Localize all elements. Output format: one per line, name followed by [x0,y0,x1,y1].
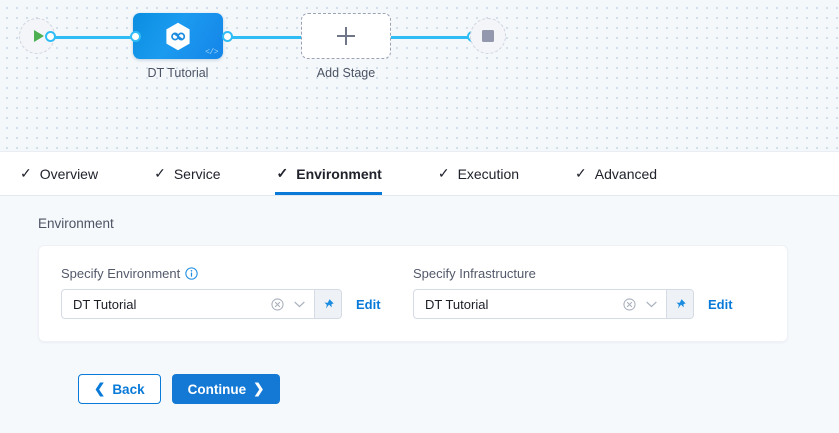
wizard-footer: ❮ Back Continue ❯ [38,342,839,404]
continue-button[interactable]: Continue ❯ [171,374,281,404]
stage-node-input-port[interactable] [130,31,141,42]
tab-overview[interactable]: ✓ Overview [18,152,120,195]
hexagon-infinity-icon [166,22,190,50]
code-badge-icon: </> [205,48,218,57]
connector-edge-add-to-end [390,36,474,39]
pipeline-canvas[interactable]: </> DT Tutorial Add Stage [0,0,839,152]
tab-environment-label: Environment [296,165,382,182]
edit-infrastructure-link[interactable]: Edit [708,296,733,312]
check-icon: ✓ [575,165,587,181]
tab-overview-label: Overview [39,165,99,182]
infrastructure-select[interactable]: DT Tutorial [413,289,694,319]
environment-card: Specify Environment DT Tutorial [38,245,788,342]
chevron-right-icon: ❯ [253,381,265,396]
play-icon [33,30,44,42]
pin-icon [323,298,334,308]
environment-select[interactable]: DT Tutorial [61,289,342,319]
add-stage-label: Add Stage [316,66,376,80]
specify-infrastructure-label: Specify Infrastructure [413,266,536,281]
stage-tab-bar: ✓ Overview ✓ Service ✓ Environment ✓ Exe… [0,152,839,196]
stage-node-output-port[interactable] [222,31,233,42]
section-title: Environment [38,216,114,231]
check-icon: ✓ [437,165,450,181]
chevron-down-icon[interactable] [288,290,310,318]
tab-service[interactable]: ✓ Service [152,152,242,195]
clear-icon[interactable] [266,290,288,318]
chevron-down-icon[interactable] [640,290,662,318]
specify-infrastructure-label-row: Specify Infrastructure [413,266,765,281]
connector-edge-stage-to-add [228,36,302,39]
edit-environment-link[interactable]: Edit [356,296,381,312]
infrastructure-select-value[interactable]: DT Tutorial [425,296,489,312]
check-icon: ✓ [154,165,166,181]
continue-button-label: Continue [187,381,247,397]
specify-infrastructure-group: Specify Infrastructure DT Tutorial [413,266,765,319]
chevron-left-icon: ❮ [94,381,106,396]
stage-node-label: DT Tutorial [147,66,209,80]
back-button[interactable]: ❮ Back [78,374,161,404]
add-stage-button[interactable] [301,13,391,59]
pin-environment-button[interactable] [314,290,341,318]
plus-icon [337,27,355,45]
pin-icon [675,298,686,308]
tab-execution[interactable]: ✓ Execution [436,152,541,195]
tab-advanced-label: Advanced [594,165,658,182]
check-icon: ✓ [276,165,289,181]
back-button-label: Back [112,381,145,397]
specify-environment-group: Specify Environment DT Tutorial [61,266,413,319]
connector-edge-start-to-stage [48,36,134,39]
start-node-output-port[interactable] [45,31,56,42]
specify-environment-label: Specify Environment [61,266,181,281]
tab-execution-label: Execution [457,165,520,182]
specify-environment-row: DT Tutorial [61,289,413,319]
info-icon[interactable] [185,267,198,280]
stop-icon [482,30,494,42]
tab-environment[interactable]: ✓ Environment [274,152,404,195]
check-icon: ✓ [20,165,32,181]
environment-tab-panel: Environment Specify Environment DT Tutor… [0,196,839,433]
clear-icon[interactable] [618,290,640,318]
tab-service-label: Service [173,165,221,182]
specify-environment-label-row: Specify Environment [61,266,413,281]
pipeline-end-node[interactable] [470,18,506,54]
stage-node-dt-tutorial[interactable]: </> [133,13,223,59]
pin-infrastructure-button[interactable] [666,290,693,318]
specify-infrastructure-row: DT Tutorial [413,289,765,319]
environment-select-value[interactable]: DT Tutorial [73,296,137,312]
tab-advanced[interactable]: ✓ Advanced [573,152,679,195]
